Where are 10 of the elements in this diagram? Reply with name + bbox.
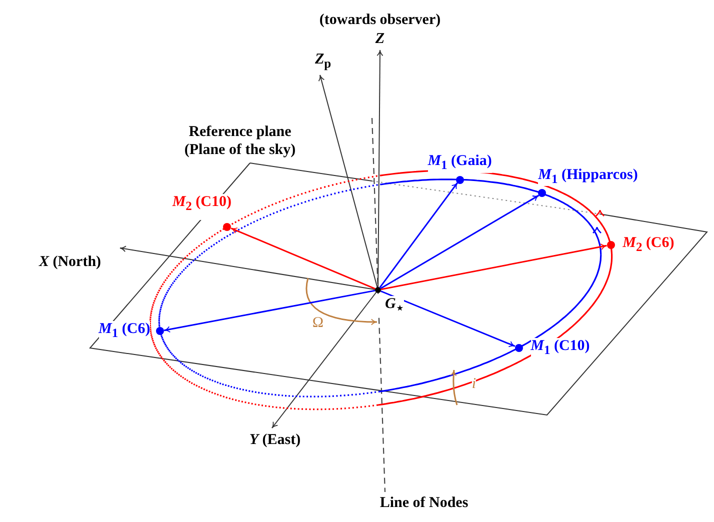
point-label: G$_{⋆}$ <box>375 296 404 316</box>
point-label: M$_{1}$ (Gaia) <box>428 152 492 173</box>
point-label: M$_{2}$ (C10) <box>172 194 232 220</box>
axis-label: (towards observer) <box>319 11 441 29</box>
point-label: M$_{1}$ (Hipparcos) <box>538 166 638 186</box>
axis-label: Y (East) <box>249 431 301 449</box>
axis-label: X (North) <box>38 253 102 271</box>
point-label: M$_{1}$ (C6) <box>98 321 150 342</box>
axis-label: Z$_{p}$ <box>314 50 332 72</box>
point-label: M$_{1}$ (C10) <box>530 338 590 358</box>
